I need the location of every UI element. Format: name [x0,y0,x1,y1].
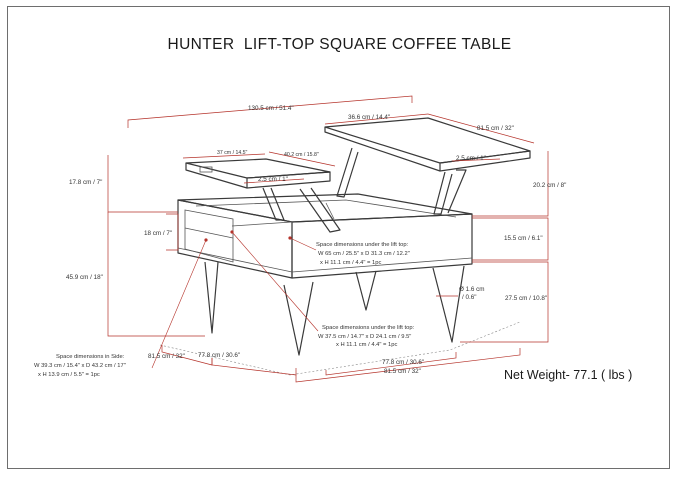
side-space-note: Space dimensions in Side: W 39.3 cm / 15… [34,354,126,378]
svg-text:x H 11.1 cm / 4.4" = 1pc: x H 11.1 cm / 4.4" = 1pc [320,260,381,266]
dimension-lines [107,95,549,383]
side-opening-label: 18 cm / 7" [144,230,172,237]
base-right-depth-label: 77.8 cm / 30.6" [382,359,424,366]
overall-depth-label: 130.5 cm / 51.4" [248,105,294,112]
svg-text:W 65 cm / 25.5" x D 31.3 cm /: W 65 cm / 25.5" x D 31.3 cm / 12.2" [318,251,410,257]
table-body [177,193,473,279]
diagram-title: HUNTER LIFT-TOP SQUARE COFFEE TABLE [167,36,512,53]
leg-height-label: 27.5 cm / 10.8" [505,295,547,302]
right-lift-height-label: 20.2 cm / 8" [533,182,566,189]
lift-top-depth-label: 36.6 cm / 14.4" [348,114,390,121]
lift-top-width-label: 81.5 cm / 32" [477,125,514,132]
leg-diameter-label: Ø 1.6 cm [459,286,485,293]
total-height-label: 45.9 cm / 18" [66,274,103,281]
svg-text:W 39.3 cm / 15.4" x D 43.2 cm: W 39.3 cm / 15.4" x D 43.2 cm / 17" [34,363,126,369]
floor-outline [159,321,521,376]
large-top-thickness-label: 2.5 cm / 1" [456,155,486,162]
svg-text:Space dimensions under the lif: Space dimensions under the lift top: [322,325,415,331]
body-height-label: 15.5 cm / 6.1" [504,235,543,242]
small-lift-space-note: Space dimensions under the lift top: W 3… [318,325,415,348]
svg-text:Space dimensions under the lif: Space dimensions under the lift top: [316,242,409,248]
left-lift-height-label: 17.8 cm / 7" [69,179,102,186]
base-left-width-label: 81.5 cm / 32" [148,353,185,360]
base-left-depth-label: 77.8 cm / 30.6" [198,352,240,359]
leg-diameter-inch-label: / 0.6" [462,294,477,301]
page-border [7,6,670,469]
lift-top-small [185,158,341,233]
small-top-width-label: 40.2 cm / 15.8" [284,152,319,158]
dimension-labels: 130.5 cm / 51.4" 36.6 cm / 14.4" 81.5 cm… [66,105,566,375]
small-top-thickness-label: 2.5 cm / 1" [258,176,288,183]
base-right-width-label: 81.5 cm / 32" [384,368,421,375]
svg-text:W 37.5 cm / 14.7" x D 24.1 cm: W 37.5 cm / 14.7" x D 24.1 cm / 9.5" [318,334,411,340]
net-weight-label: Net Weight- 77.1 ( lbs ) [504,368,633,382]
lift-top-space-note: Space dimensions under the lift top: W 6… [316,242,410,266]
small-top-depth-label: 37 cm / 14.5" [217,150,248,156]
svg-text:Space dimensions in Side:: Space dimensions in Side: [56,354,125,360]
svg-text:x H 11.1 cm / 4.4" = 1pc: x H 11.1 cm / 4.4" = 1pc [336,342,397,348]
hairpin-legs [204,261,465,356]
svg-text:x H 13.9 cm / 5.5" = 1pc: x H 13.9 cm / 5.5" = 1pc [38,372,100,378]
lift-top-large [324,117,531,215]
